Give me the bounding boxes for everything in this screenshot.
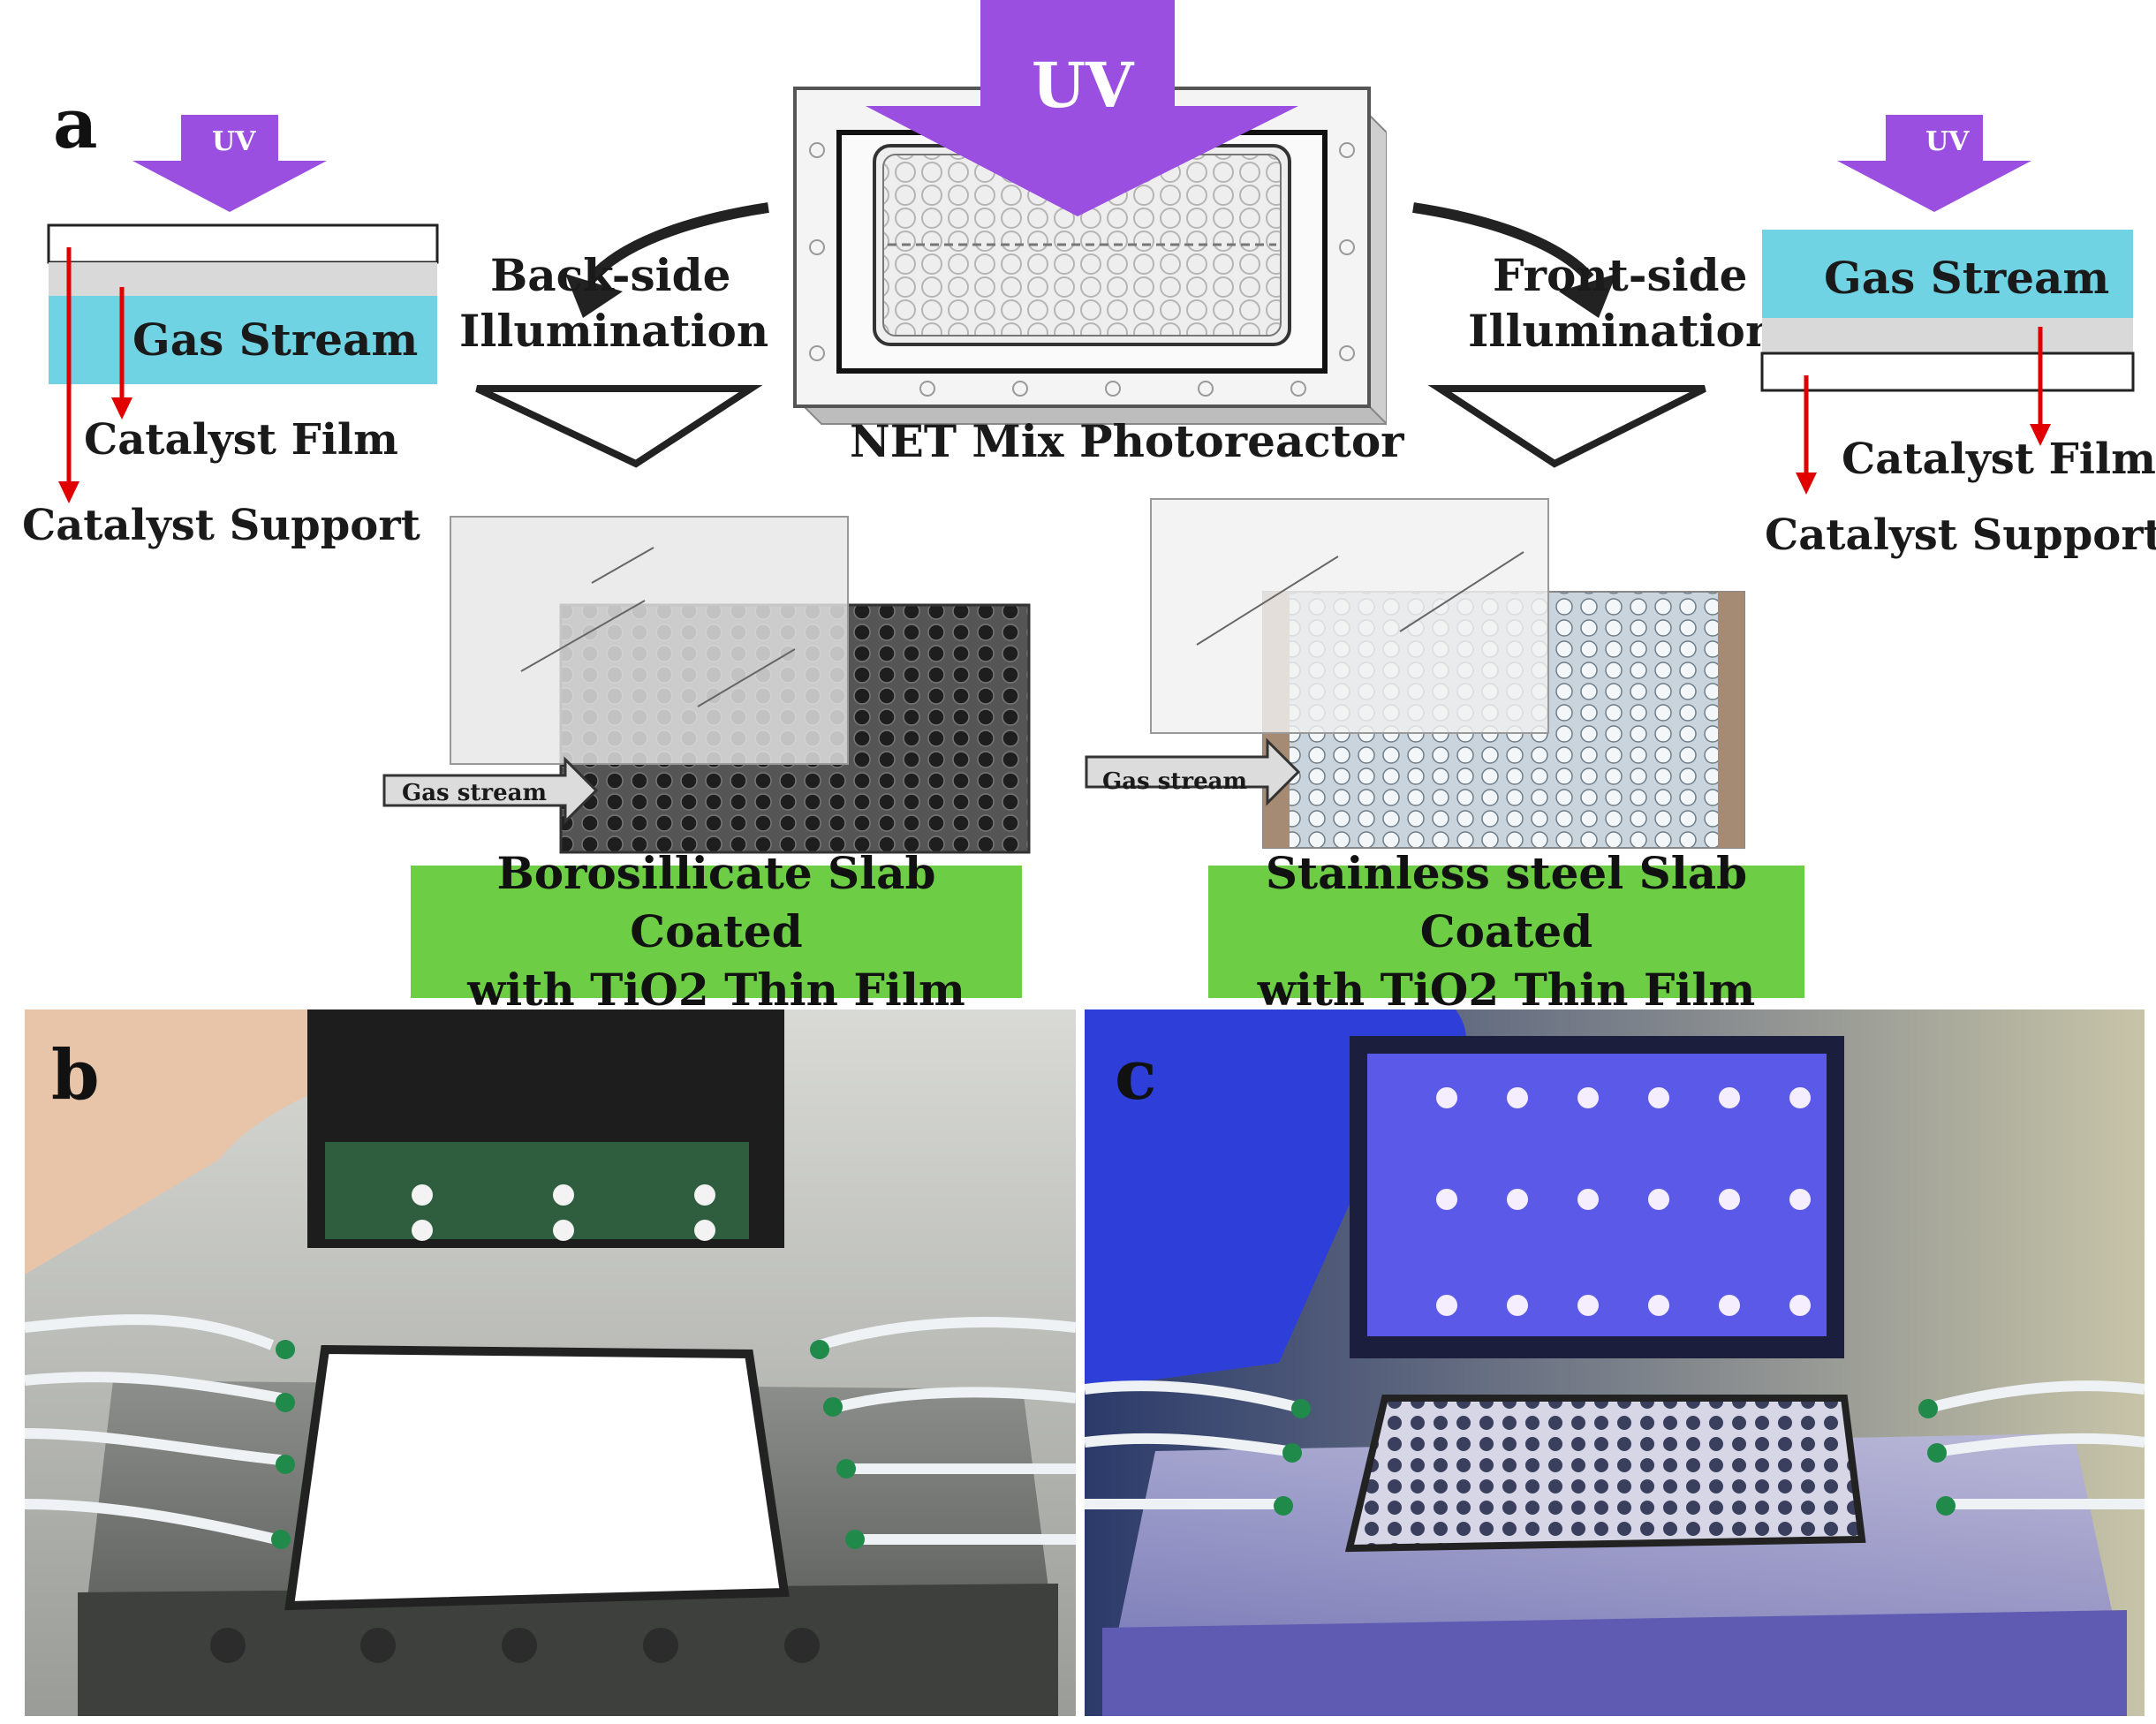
panel-letter-c: c [1115, 1035, 1157, 1115]
panel-letter-b: b [51, 1035, 100, 1115]
stainless-slab [1085, 498, 1745, 849]
borosilicate-slab [382, 516, 1031, 854]
uv-label-center: UV [1032, 49, 1134, 122]
net-mix-reactor [793, 0, 1387, 426]
borosilicate-label: Borosillicate Slab Coated with TiO2 Thin… [411, 847, 1022, 1016]
catalyst-support-label-right: Catalyst Support [1765, 510, 2156, 560]
uv-arrow-center [866, 0, 1298, 216]
stainless-label: Stainless steel Slab Coated with TiO2 Th… [1208, 847, 1804, 1016]
reactor-label: NET Mix Photoreactor [850, 415, 1404, 467]
catalyst-film-label-right: Catalyst Film [1842, 435, 2156, 484]
panel-letter-a: a [53, 84, 98, 164]
gas-arrow-right-label: Gas stream [1102, 768, 1247, 795]
uv-label-left: UV [212, 126, 256, 157]
gas-arrow-left-label: Gas stream [402, 780, 547, 806]
photo-panel-b [25, 1009, 1076, 1716]
stainless-label-line1: Stainless steel Slab Coated [1265, 847, 1748, 957]
catalyst-film-label-left: Catalyst Film [84, 415, 398, 465]
gas-stream-label-right: Gas Stream [1824, 252, 2110, 304]
front-side-line2: Illumination [1468, 305, 1778, 357]
photo-panel-c [1085, 1009, 2145, 1716]
borosilicate-label-line1: Borosillicate Slab Coated [496, 847, 936, 957]
back-side-line2: Illumination [459, 305, 769, 357]
gas-stream-label-left: Gas Stream [132, 314, 419, 366]
back-side-line1: Back-side [490, 249, 731, 301]
gas-arrow-right [1085, 737, 1301, 806]
uv-arrow-right [1837, 115, 2031, 212]
back-side-arrow [475, 202, 769, 468]
uv-label-right: UV [1925, 126, 1970, 157]
uv-arrow-left [132, 115, 327, 212]
catalyst-support-label-left: Catalyst Support [22, 501, 420, 550]
left-schematic [47, 115, 439, 503]
borosilicate-label-line2: with TiO2 Thin Film [467, 964, 965, 1016]
front-side-arrow [1412, 202, 1706, 468]
stainless-label-line2: with TiO2 Thin Film [1257, 964, 1756, 1016]
gas-arrow-left [382, 756, 599, 825]
right-schematic [1760, 115, 2135, 495]
front-side-line1: Front-side [1493, 249, 1748, 301]
